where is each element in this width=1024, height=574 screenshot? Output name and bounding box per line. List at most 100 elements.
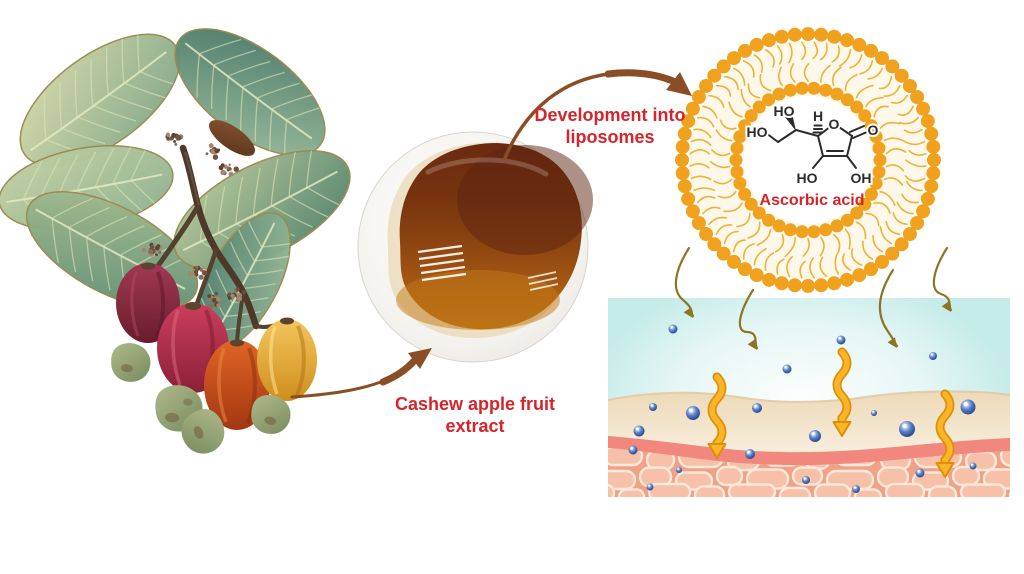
leaf-vein — [270, 204, 313, 228]
lipid-tail — [702, 206, 721, 215]
leaf-vein — [40, 157, 61, 197]
arrow-fruit-to-extract — [290, 348, 432, 399]
atom-label: HO — [774, 103, 795, 119]
leaf-vein — [217, 185, 226, 233]
lipid-head — [749, 37, 764, 52]
lipid-head — [850, 206, 864, 220]
cashew-apple-yellow — [257, 317, 317, 401]
lipid-head — [738, 187, 752, 201]
lipid-head — [795, 225, 809, 239]
vitamin-particle — [915, 468, 925, 478]
lipid-tail — [892, 211, 908, 226]
lipid-head — [869, 176, 883, 190]
arrowhead — [408, 348, 432, 369]
vitamin-particle — [649, 403, 657, 411]
extract-dark-sheen — [457, 145, 593, 255]
lipid-head — [894, 237, 909, 252]
lipid-head — [873, 153, 887, 167]
lipid-head — [872, 165, 886, 179]
leaf-vein — [123, 82, 168, 100]
lipid-tail — [708, 94, 725, 108]
leaf-vein — [103, 245, 111, 291]
lipid-head — [787, 278, 802, 293]
lipid-tail — [697, 195, 716, 204]
lipid-tail — [831, 45, 840, 63]
dermis-stripe — [608, 436, 1010, 466]
lipid-head — [885, 59, 900, 74]
leaf-vein — [254, 97, 259, 142]
lipid-tail — [723, 202, 743, 213]
lipid-tail — [832, 233, 841, 254]
lipid-head — [677, 179, 692, 194]
lipid-tail — [898, 116, 919, 125]
lipid-head — [927, 153, 941, 167]
lipid-head — [864, 187, 878, 201]
lipid-tail — [702, 105, 718, 119]
development-label: Development into liposomes — [534, 105, 686, 147]
lipid-tail — [732, 239, 747, 253]
leaf-vein — [270, 158, 279, 206]
penetration-arrow — [935, 389, 955, 478]
extract-small-reflection — [527, 271, 559, 291]
lipid-tail — [885, 221, 901, 236]
lipid-head — [830, 87, 844, 101]
lipid-head — [762, 93, 776, 107]
flower-cluster — [141, 242, 163, 257]
lipid-tail — [903, 140, 926, 146]
lipid-head — [920, 114, 935, 129]
lipid-tail — [689, 149, 710, 155]
arrowhead — [683, 307, 693, 318]
lipid-head — [726, 254, 741, 269]
lipid-tail — [715, 224, 733, 236]
arrowhead — [707, 443, 727, 459]
entry-arrow — [878, 268, 899, 348]
leaf-vein — [269, 108, 273, 153]
lipid-tail — [759, 73, 772, 92]
lipid-head — [840, 93, 854, 107]
leaf-midrib — [30, 51, 167, 152]
lipid-tail — [885, 164, 905, 172]
wedge-bond — [785, 113, 796, 131]
lipid-tail — [801, 41, 807, 61]
lipid-head — [774, 29, 789, 44]
vitamin-particle — [745, 449, 755, 459]
leaf-vein — [92, 104, 137, 122]
skin-cell — [884, 482, 926, 497]
lipid-tail — [732, 67, 746, 86]
flower-cluster — [207, 291, 221, 309]
leaf-midrib — [184, 42, 313, 140]
lipid-tail — [693, 128, 712, 139]
atom-label: H — [813, 108, 823, 124]
arrowhead — [832, 421, 852, 437]
lipid-tail — [865, 212, 880, 227]
lipid-head — [926, 139, 941, 154]
lipid-head — [869, 130, 883, 144]
lipid-tail — [742, 243, 755, 260]
skin-cell — [617, 488, 646, 497]
lipid-head — [852, 37, 867, 52]
lipid-head — [738, 119, 752, 133]
lipid-head — [707, 68, 722, 83]
lipid-head — [902, 227, 917, 242]
vitamin-particle — [802, 476, 810, 484]
leaf-vein — [288, 149, 297, 197]
lipid-tail — [890, 94, 908, 104]
flower-cluster — [226, 287, 246, 302]
lipid-head — [699, 78, 714, 93]
leaf-vein — [215, 269, 233, 303]
skin-cell — [927, 485, 958, 497]
lipid-head — [814, 278, 829, 293]
lipid-head — [729, 153, 743, 167]
arrowhead — [747, 339, 757, 350]
cashew-nut — [251, 395, 291, 434]
leaf-vein — [257, 82, 300, 99]
lipid-tail — [905, 159, 927, 168]
lipid-tail — [764, 252, 775, 271]
lipid-tail — [710, 161, 731, 169]
lipid-head — [774, 276, 789, 291]
branch-highlight — [184, 151, 200, 206]
atom-label: O — [829, 116, 840, 132]
skin-cell — [813, 483, 852, 497]
penetration-arrow — [832, 347, 852, 437]
